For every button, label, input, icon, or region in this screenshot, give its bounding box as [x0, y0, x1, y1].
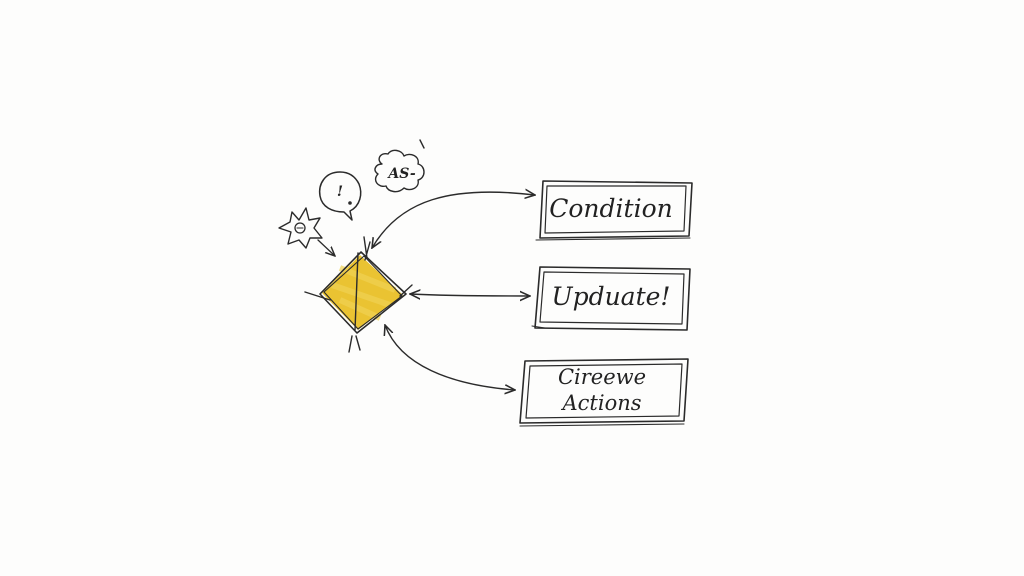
cloud-icon: AS- [374, 139, 425, 193]
arrow-to-update [410, 294, 530, 296]
box-actions: Cireewe Actions [519, 358, 689, 427]
box-condition: Condition [535, 180, 693, 241]
box-update-label: Upduate! [552, 282, 671, 311]
box-update: Upduate! [531, 266, 691, 331]
splat-icon [278, 207, 335, 256]
box-actions-label-line1: Cireewe [558, 365, 646, 389]
box-condition-label: Condition [549, 194, 672, 223]
speech-bubble-icon: ! [318, 171, 362, 221]
cloud-text: AS- [386, 166, 415, 182]
arrow-to-actions [385, 325, 515, 390]
arrow-to-condition [372, 192, 535, 248]
connector-arrows [372, 192, 535, 390]
speech-bubble-text: ! [337, 184, 343, 200]
box-actions-label-line2: Actions [560, 391, 641, 415]
decision-diamond-icon [304, 236, 413, 353]
